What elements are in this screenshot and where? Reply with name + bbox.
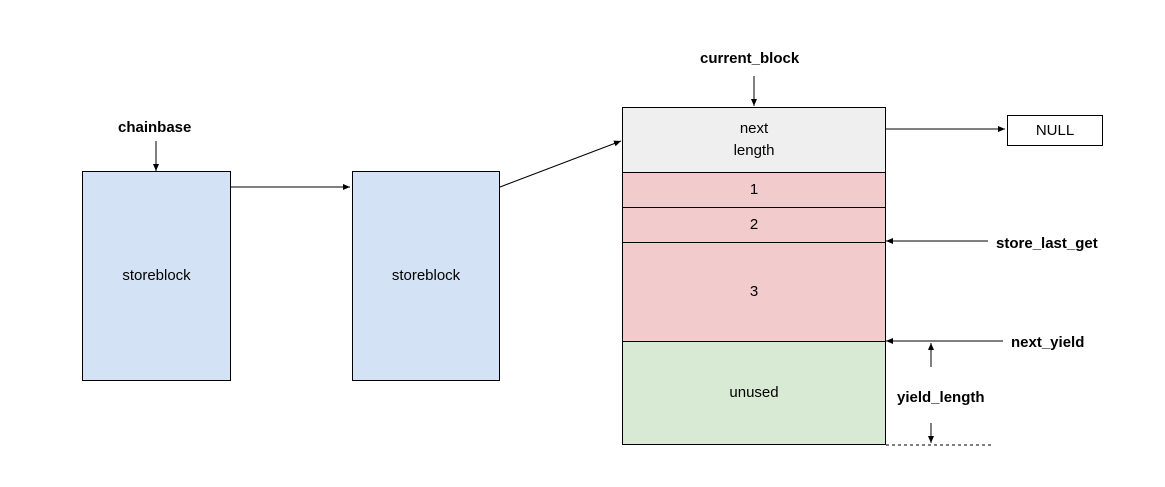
yield-length-label: yield_length: [897, 389, 985, 406]
segment-3-label: 3: [749, 283, 759, 301]
chainbase-label: chainbase: [118, 119, 192, 136]
unused-segment: unused: [622, 341, 886, 445]
store-last-get-label: store_last_get: [996, 235, 1098, 252]
current-block-label: current_block: [700, 50, 800, 67]
next-yield-label: next_yield: [1011, 334, 1085, 351]
null-label: NULL: [1035, 121, 1075, 139]
segment-2: 2: [622, 207, 886, 243]
storeblock-second-label: storeblock: [391, 267, 461, 285]
null-box: NULL: [1007, 115, 1103, 146]
segment-1-label: 1: [749, 181, 759, 199]
storeblock-first-label: storeblock: [122, 267, 191, 285]
segment-2-label: 2: [749, 216, 759, 234]
block2-to-current-block-arrow: [499, 140, 622, 188]
header-length-text: length: [733, 142, 775, 159]
segment-3: 3: [622, 242, 886, 342]
current-block-header: next length: [622, 107, 886, 173]
header-next-text: next: [739, 120, 769, 138]
storeblock-second: storeblock: [352, 171, 500, 381]
segment-1: 1: [622, 172, 886, 208]
storeblock-first: storeblock: [82, 171, 231, 381]
unused-label: unused: [729, 384, 779, 402]
